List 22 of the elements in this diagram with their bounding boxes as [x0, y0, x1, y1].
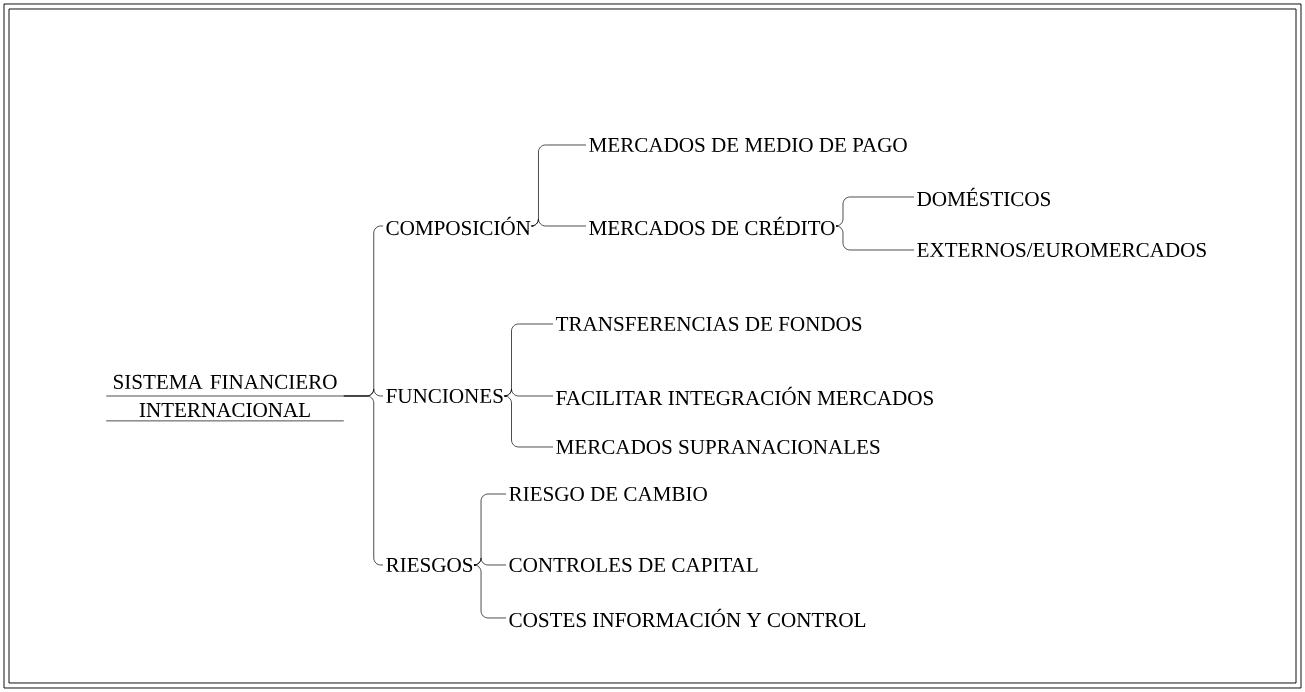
branch-label: COMPOSICIÓN	[386, 216, 531, 236]
branch-label: COSTES INFORMACIÓN Y CONTROL	[509, 608, 866, 628]
branch-label: RIESGO DE CAMBIO	[509, 486, 707, 502]
brace	[473, 557, 507, 566]
brace	[504, 388, 554, 397]
brace	[473, 564, 507, 619]
branch-label: RIESGOS	[386, 557, 473, 573]
branch-label: MERCADOS DE MEDIO DE PAGO	[589, 137, 907, 153]
branch-label: DOMÉSTICOS	[917, 187, 1050, 207]
branch-label: FUNCIONES	[386, 388, 503, 404]
branch-label: FACILITAR INTEGRACIÓN MERCADOS	[556, 386, 933, 406]
branch-label: EXTERNOS/EUROMERCADOS	[917, 242, 1206, 258]
branch-label: MERCADOS DE CRÉDITO	[589, 216, 835, 236]
brace	[531, 218, 587, 227]
branch-label: CONTROLES DE CAPITAL	[509, 557, 758, 573]
brace	[835, 225, 915, 251]
branch-label: MERCADOS SUPRANACIONALES	[556, 439, 880, 455]
branch-label: TRANSFERENCIAS DE FONDOS	[555, 316, 862, 332]
brace	[835, 196, 915, 227]
title-text: SISTEMA FINANCIERO INTERNACIONAL	[113, 374, 337, 418]
brace	[343, 395, 384, 566]
brace	[504, 395, 554, 448]
